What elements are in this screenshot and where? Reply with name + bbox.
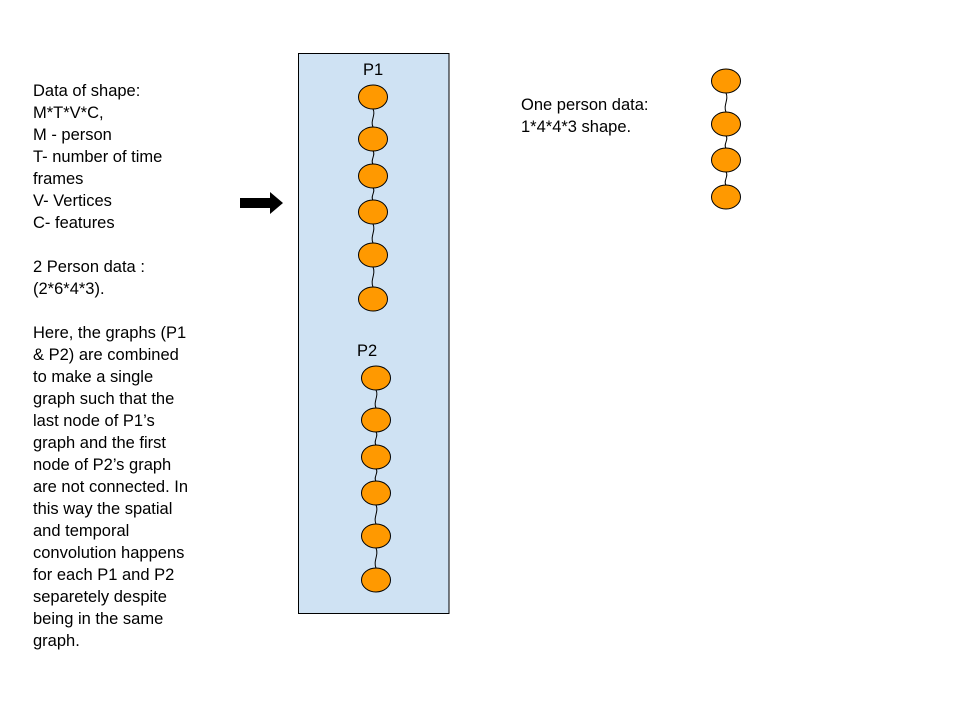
p1-node bbox=[358, 242, 388, 268]
description-line: being in the same bbox=[33, 610, 164, 628]
p1-node bbox=[358, 163, 388, 189]
graph-one-person-edges bbox=[724, 92, 728, 186]
description-line: graph such that the bbox=[33, 390, 175, 408]
p2-edge bbox=[374, 468, 378, 482]
one-person-node bbox=[711, 184, 741, 210]
p2-node bbox=[361, 480, 391, 506]
p2-edge bbox=[374, 431, 378, 446]
description-line: frames bbox=[33, 170, 84, 188]
description-line: last node of P1’s bbox=[33, 412, 155, 430]
p2-node bbox=[361, 365, 391, 391]
p1-edge bbox=[371, 150, 375, 165]
description-line: C- features bbox=[33, 214, 115, 232]
one-person-edge bbox=[724, 135, 728, 149]
p2-edge bbox=[374, 389, 378, 409]
description-line: T- number of time bbox=[33, 148, 163, 166]
p1-edge bbox=[371, 187, 375, 201]
one-person-line: One person data: bbox=[521, 96, 649, 114]
p1-edge bbox=[371, 266, 375, 288]
graph-label-p2: P2 bbox=[357, 342, 377, 360]
description-line: for each P1 and P2 bbox=[33, 566, 175, 584]
description-line: to make a single bbox=[33, 368, 154, 386]
p1-edge bbox=[371, 223, 375, 244]
graph-p2-edges bbox=[374, 389, 378, 569]
one-person-edge bbox=[724, 171, 728, 186]
description-text: Data of shape: M*T*V*C, M - person T- numbe… bbox=[33, 80, 223, 652]
description-line: M - person bbox=[33, 126, 112, 144]
description-line: Here, the graphs (P1 bbox=[33, 324, 187, 342]
description-line: & P2) are combined bbox=[33, 346, 179, 364]
one-person-text: One person data: 1*4*4*3 shape. bbox=[521, 94, 649, 138]
right-arrow-icon bbox=[240, 192, 283, 214]
description-line: and temporal bbox=[33, 522, 130, 540]
graph-p2-nodes bbox=[361, 365, 391, 593]
one-person-edge bbox=[724, 92, 728, 113]
description-line: are not connected. In bbox=[33, 478, 189, 496]
p2-node bbox=[361, 567, 391, 593]
description-line: M*T*V*C, bbox=[33, 104, 104, 122]
p1-edge bbox=[371, 108, 375, 128]
description-line: this way the spatial bbox=[33, 500, 173, 518]
description-line: separetely despite bbox=[33, 588, 167, 606]
graph-p1-edges bbox=[371, 108, 375, 288]
p2-edge bbox=[374, 504, 378, 525]
p1-node bbox=[358, 286, 388, 312]
graph-p1-nodes bbox=[358, 84, 388, 312]
p2-edge bbox=[374, 547, 378, 569]
description-line: graph. bbox=[33, 632, 80, 650]
graph-label-p1: P1 bbox=[363, 61, 383, 79]
description-line: V- Vertices bbox=[33, 192, 112, 210]
p2-node bbox=[361, 444, 391, 470]
p1-node bbox=[358, 126, 388, 152]
p1-node bbox=[358, 84, 388, 110]
graph-one-person-nodes bbox=[711, 68, 741, 210]
graph-one-person bbox=[711, 68, 741, 210]
p2-node bbox=[361, 407, 391, 433]
description-line: Data of shape: bbox=[33, 82, 141, 100]
one-person-node bbox=[711, 147, 741, 173]
one-person-node bbox=[711, 111, 741, 137]
one-person-node bbox=[711, 68, 741, 94]
p2-node bbox=[361, 523, 391, 549]
graph-p2: P2 bbox=[357, 342, 391, 593]
p1-node bbox=[358, 199, 388, 225]
description-line: graph and the first bbox=[33, 434, 166, 452]
description-line: (2*6*4*3). bbox=[33, 280, 105, 298]
description-line: node of P2’s graph bbox=[33, 456, 172, 474]
graph-p1: P1 bbox=[358, 61, 388, 312]
description-line: convolution happens bbox=[33, 544, 185, 562]
description-line: 2 Person data : bbox=[33, 258, 145, 276]
one-person-line: 1*4*4*3 shape. bbox=[521, 118, 632, 136]
